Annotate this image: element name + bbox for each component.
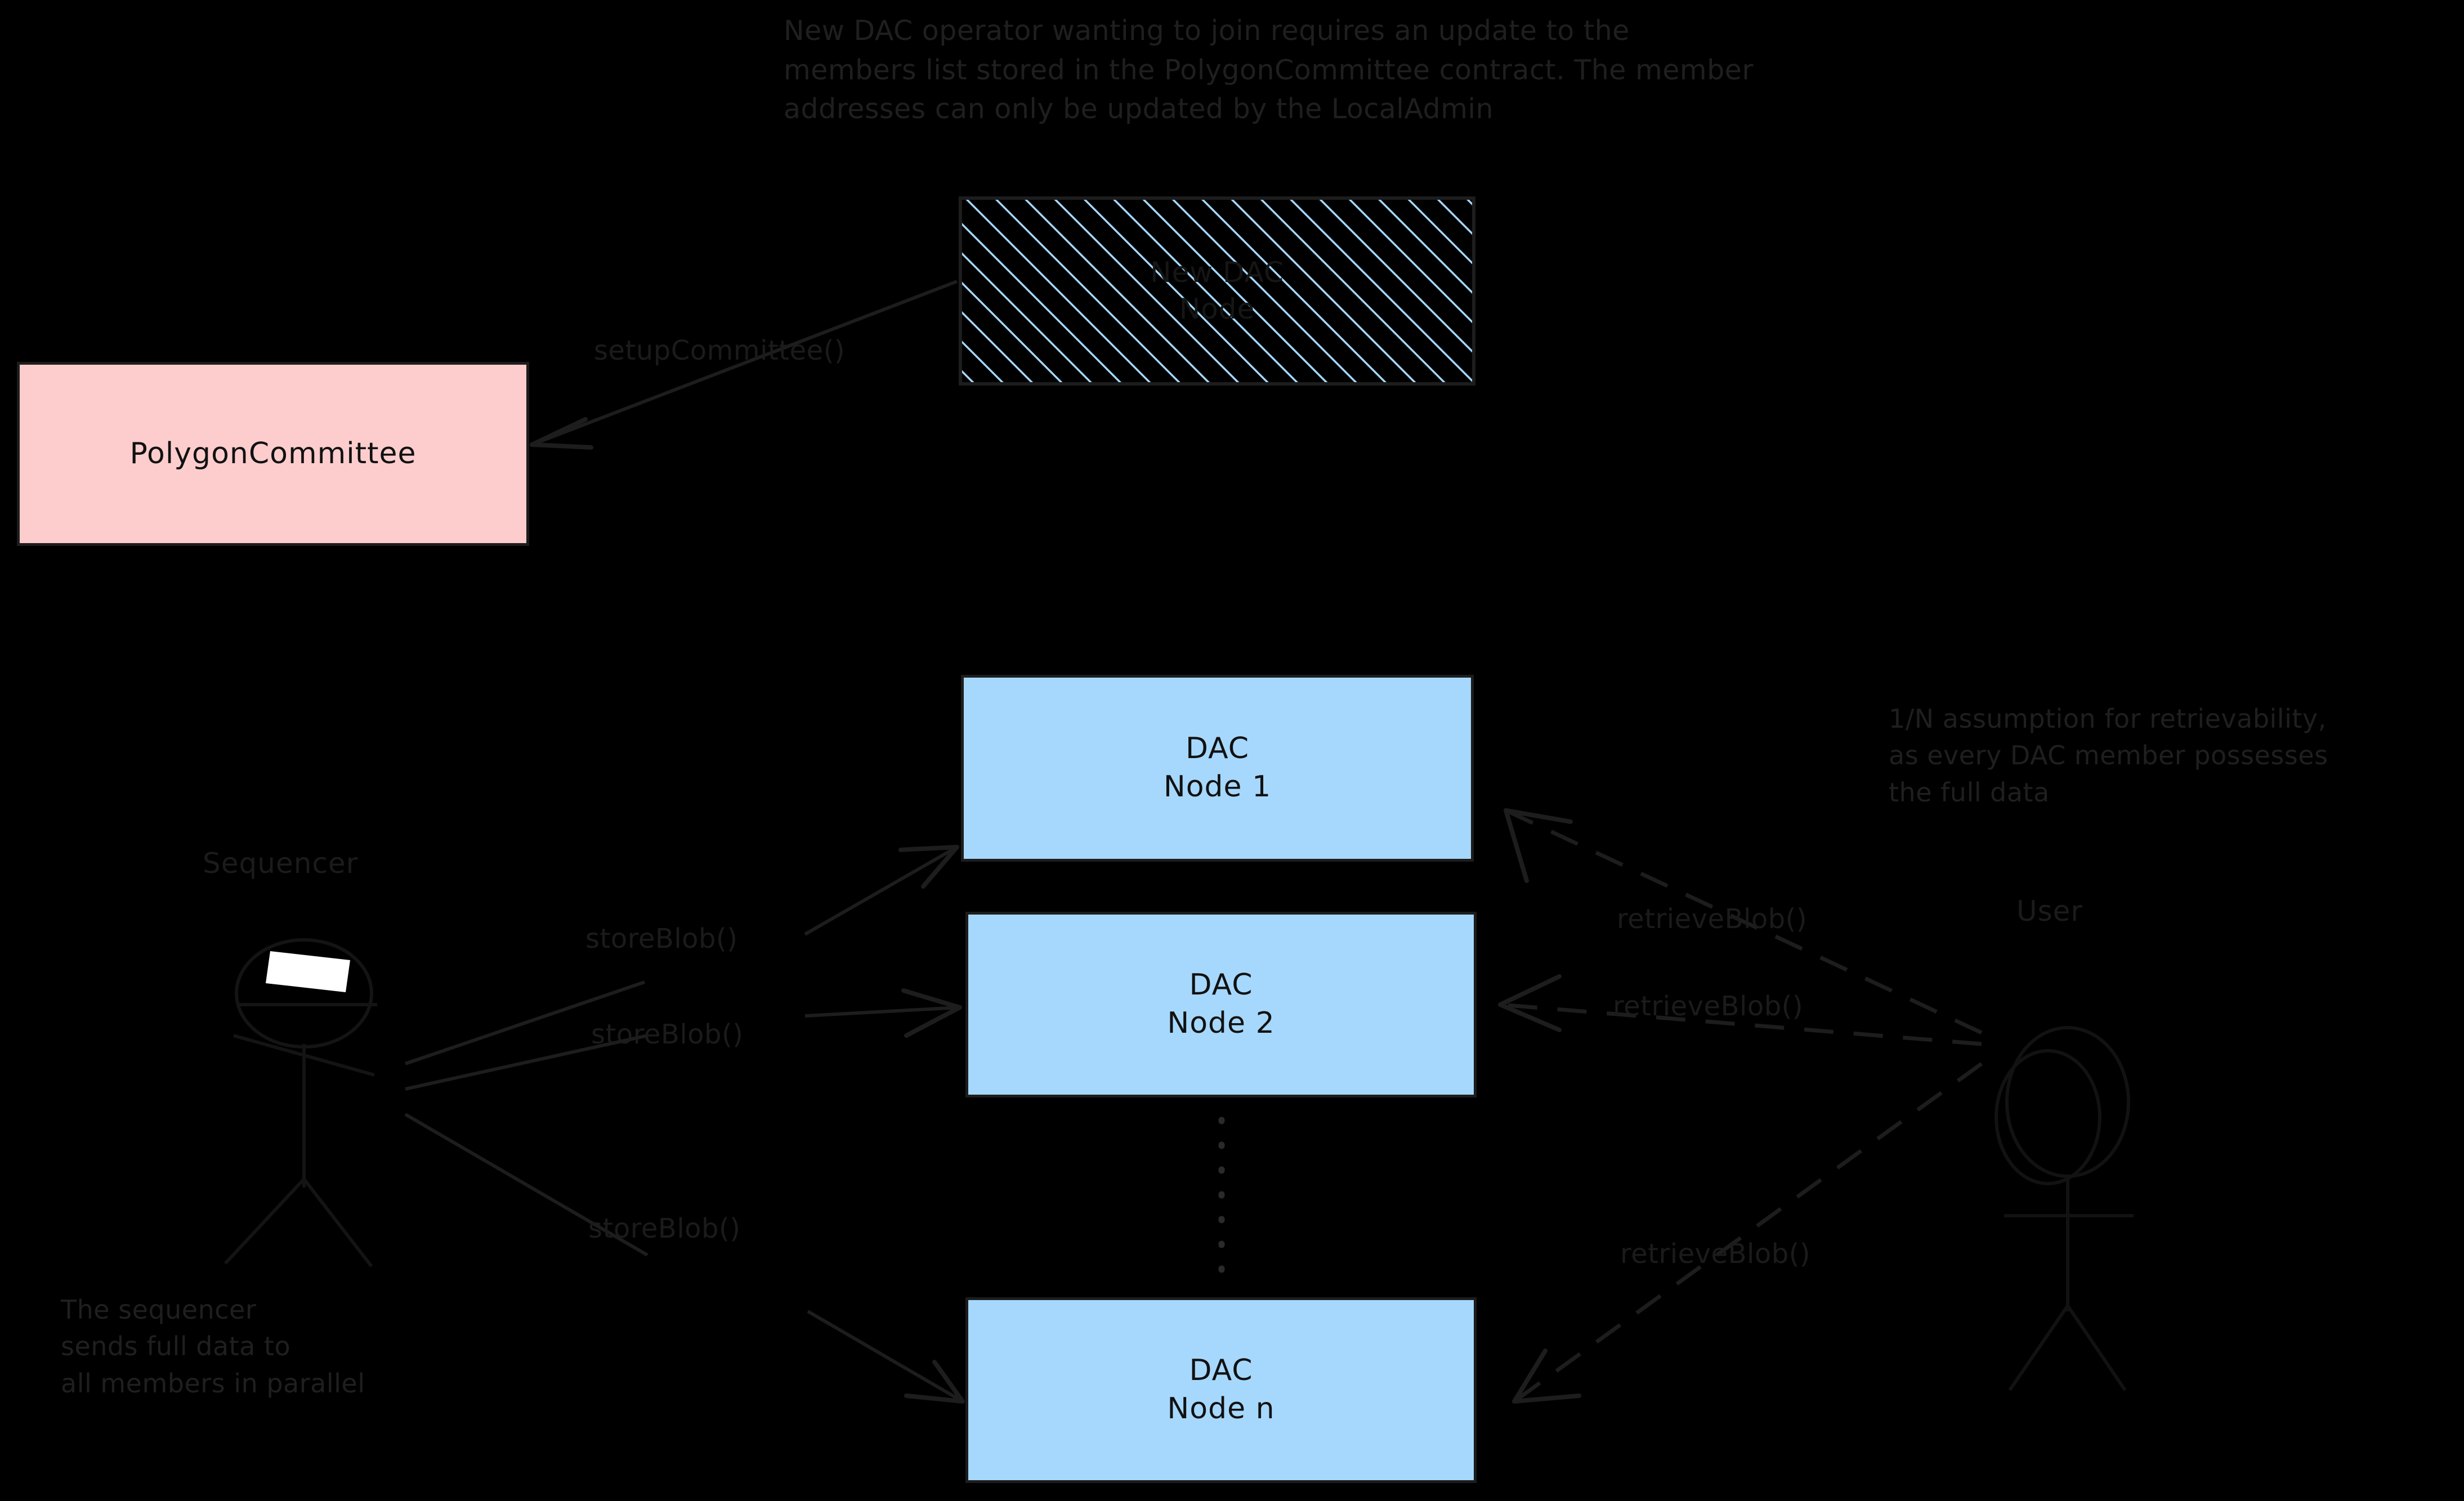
edge-label-setup-committee: setupCommittee(): [594, 335, 846, 366]
user-figure-icon: [1995, 1026, 2134, 1391]
edge-label-retrieve-blob-1: retrieveBlob(): [1617, 903, 1808, 935]
dac-node-2-label: DAC Node 2: [1167, 968, 1275, 1040]
polygon-committee-box[interactable]: PolygonCommittee: [17, 362, 529, 546]
dac-node-n-label: DAC Node n: [1167, 1354, 1275, 1426]
edge-label-retrieve-blob-n: retrieveBlob(): [1620, 1238, 1811, 1270]
sequencer-figure-icon: [223, 938, 377, 1267]
edge-retrieve-blob-n: [1512, 1062, 1983, 1404]
edge-label-store-blob-n: storeBlob(): [588, 1213, 741, 1244]
dac-node-1-label: DAC Node 1: [1163, 732, 1272, 804]
dac-node-2-box[interactable]: DAC Node 2: [965, 912, 1477, 1097]
top-note: New DAC operator wanting to join require…: [784, 15, 1754, 126]
user-label: User: [2016, 895, 2083, 928]
dac-node-n-box[interactable]: DAC Node n: [965, 1297, 1477, 1483]
bottom-left-note: The sequencer sends full data to all mem…: [61, 1294, 365, 1399]
edge-label-retrieve-blob-2: retrieveBlob(): [1613, 991, 1804, 1022]
right-note: 1/N assumption for retrievability, as ev…: [1889, 704, 2328, 808]
new-dac-node-label: New DAC Node: [1150, 256, 1284, 325]
new-dac-node-hatch: [959, 196, 1475, 386]
edge-label-store-blob-2: storeBlob(): [591, 1019, 744, 1050]
sequencer-screen-icon: [266, 951, 350, 992]
sequencer-label: Sequencer: [203, 847, 359, 880]
polygon-committee-label: PolygonCommittee: [129, 436, 417, 471]
edge-label-store-blob-1: storeBlob(): [585, 923, 738, 955]
edge-store-blob-n: [404, 1113, 965, 1404]
dac-node-1-box[interactable]: DAC Node 1: [961, 675, 1474, 862]
